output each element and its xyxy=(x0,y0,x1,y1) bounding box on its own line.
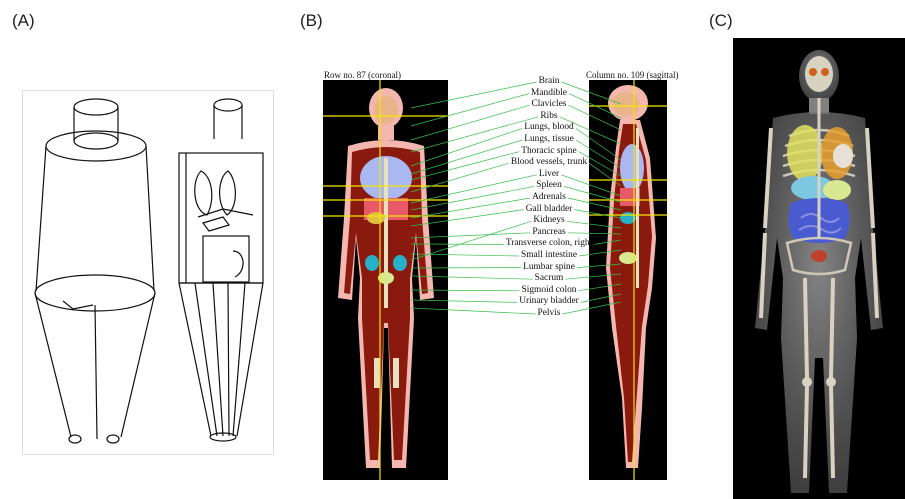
organ-label: Spleen xyxy=(536,180,562,192)
organ-label: Lumbar spine xyxy=(523,262,575,274)
voxel-slices-svg xyxy=(316,68,698,488)
organ-label: Sacrum xyxy=(535,273,564,285)
organ-label: Adrenals xyxy=(532,192,566,204)
organ-label: Pelvis xyxy=(538,308,561,320)
organ-label: Kidneys xyxy=(533,215,564,227)
organ-label: Ribs xyxy=(540,111,557,123)
organ-label: Lungs, tissue xyxy=(524,134,573,146)
mird-phantom-drawing xyxy=(22,90,274,455)
organ-label: Urinary bladder xyxy=(519,296,579,308)
organ-label: Mandible xyxy=(531,88,567,100)
panel-label-b: (B) xyxy=(300,11,323,31)
organ-label: Clavicles xyxy=(532,99,567,111)
mesh-phantom-svg xyxy=(733,38,905,499)
organ-label: Pancreas xyxy=(532,227,565,239)
voxel-phantom-figure: Row no. 87 (coronal) Column no. 109 (sag… xyxy=(316,68,698,488)
mesh-phantom-render xyxy=(733,38,905,499)
panel-label-c: (C) xyxy=(709,11,733,31)
panel-label-a: (A) xyxy=(12,11,35,31)
organ-label: Brain xyxy=(539,76,560,88)
mird-phantom-svg xyxy=(23,91,273,454)
organ-label: Liver xyxy=(539,169,559,181)
organ-label: Gall bladder xyxy=(526,204,573,216)
organ-label: Sigmoid colon xyxy=(522,285,577,297)
organ-label: Thoracic spine xyxy=(521,146,576,158)
organ-label: Small intestine xyxy=(521,250,577,262)
organ-label: Blood vessels, trunk xyxy=(511,157,587,169)
organ-label: Transverse colon, right xyxy=(506,238,592,250)
organ-label: Lungs, blood xyxy=(524,122,573,134)
